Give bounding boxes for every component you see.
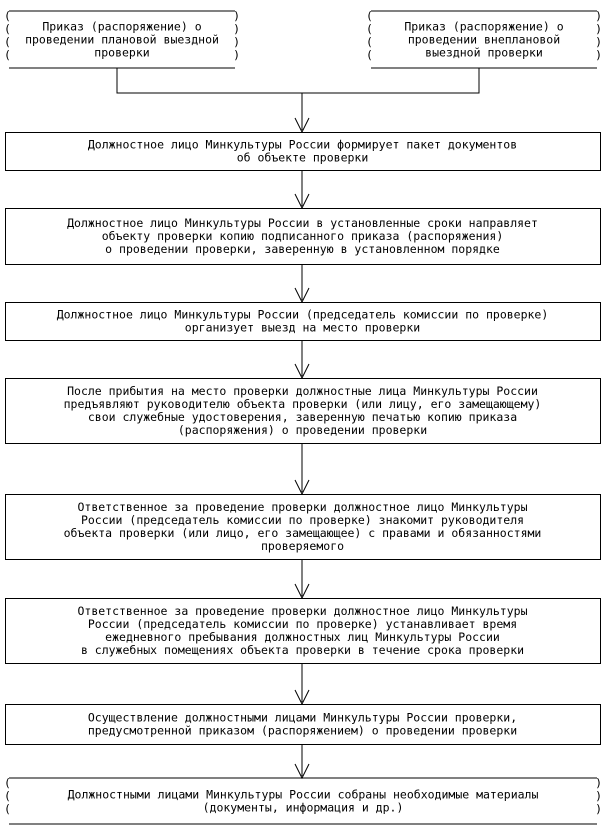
start-node-0-text-line: проверки <box>94 46 149 60</box>
bracket-paren: ) <box>233 22 240 36</box>
merge-connector <box>116 68 480 94</box>
step-box-6-text-line: ежедневного пребывания должностных лиц М… <box>105 630 500 644</box>
step-box-4-text-line: предъявляют руководителю объекта проверк… <box>64 397 542 411</box>
start-node-0-border <box>9 10 235 69</box>
bracket-paren: ) <box>595 802 602 816</box>
step-box-6-text-line: в служебных помещениях объекта проверки … <box>81 643 524 657</box>
step-box-5-text-line: России (председатель комиссии по проверк… <box>81 513 524 527</box>
bracket-paren: ) <box>233 48 240 62</box>
bracket-paren: ( <box>366 35 373 49</box>
start-node-1-text-line: Приказ (распоряжение) о <box>404 20 563 34</box>
bracket-paren: ) <box>595 9 602 23</box>
step-box-6-text-line: России (председатель комиссии по проверк… <box>88 617 517 631</box>
end-node-text-line: (документы, информация и др.) <box>203 801 404 815</box>
bracket-paren: ( <box>4 35 11 49</box>
bracket-paren: ( <box>366 22 373 36</box>
bracket-paren: ) <box>595 776 602 790</box>
bracket-paren: ( <box>366 9 373 23</box>
step-box-6 <box>5 598 601 664</box>
step-box-4-text-line: После прибытия на место проверки должнос… <box>67 384 538 398</box>
step-box-1 <box>5 132 601 171</box>
start-node-0-text-line: Приказ (распоряжение) о <box>42 20 201 34</box>
step-box-7 <box>5 704 601 745</box>
step-box-5 <box>5 494 601 560</box>
step-box-1-text-line: об объекте проверки <box>237 151 369 165</box>
step-box-2 <box>5 208 601 265</box>
step-box-2-text-line: объекту проверки копию подписанного прик… <box>102 229 504 243</box>
step-box-2-text-line: Должностное лицо Минкультуры России в ус… <box>67 216 538 230</box>
step-box-4-text-line: свои служебные удостоверения, заверенную… <box>88 410 517 424</box>
bracket-paren: ) <box>595 35 602 49</box>
end-node-border <box>9 777 597 825</box>
step-box-6-text-line: Ответственное за проведение проверки дол… <box>77 604 527 618</box>
bracket-paren: ) <box>595 22 602 36</box>
bracket-paren: ( <box>366 48 373 62</box>
bracket-paren: ( <box>4 789 11 803</box>
step-box-5-text-line: Ответственное за проведение проверки дол… <box>77 500 527 514</box>
bracket-paren: ( <box>4 22 11 36</box>
start-node-1-text-line: проведении внеплановой <box>408 33 560 47</box>
step-box-5-text-line: объекта проверки (или лицо, его замещающ… <box>64 526 542 540</box>
step-box-5-text-line: проверяемого <box>261 539 344 553</box>
start-node-0-text-line: проведении плановой выездной <box>25 33 219 47</box>
step-box-7-text-line: предусмотренной приказом (распоряжением)… <box>88 724 517 738</box>
bracket-paren: ( <box>4 802 11 816</box>
start-node-1-text-line: выездной проверки <box>425 46 543 60</box>
end-node-text-line: Должностными лицами Минкультуры России с… <box>68 788 539 802</box>
step-box-2-text-line: о проведении проверки, заверенную в уста… <box>105 242 500 256</box>
bracket-paren: ) <box>233 9 240 23</box>
step-box-4-text-line: (распоряжения) о проведении проверки <box>178 423 427 437</box>
step-box-4 <box>5 378 601 444</box>
bracket-paren: ) <box>233 35 240 49</box>
bracket-paren: ( <box>4 776 11 790</box>
bracket-paren: ) <box>595 789 602 803</box>
start-node-1-border <box>371 10 597 69</box>
step-box-3-text-line: Должностное лицо Минкультуры России (пре… <box>57 308 549 322</box>
bracket-paren: ( <box>4 48 11 62</box>
bracket-paren: ) <box>595 48 602 62</box>
step-box-7-text-line: Осуществление должностными лицами Минкул… <box>88 711 517 725</box>
step-box-1-text-line: Должностное лицо Минкультуры России форм… <box>88 138 517 152</box>
step-box-3 <box>5 302 601 341</box>
step-box-3-text-line: организует выезд на место проверки <box>185 321 420 335</box>
bracket-paren: ( <box>4 9 11 23</box>
